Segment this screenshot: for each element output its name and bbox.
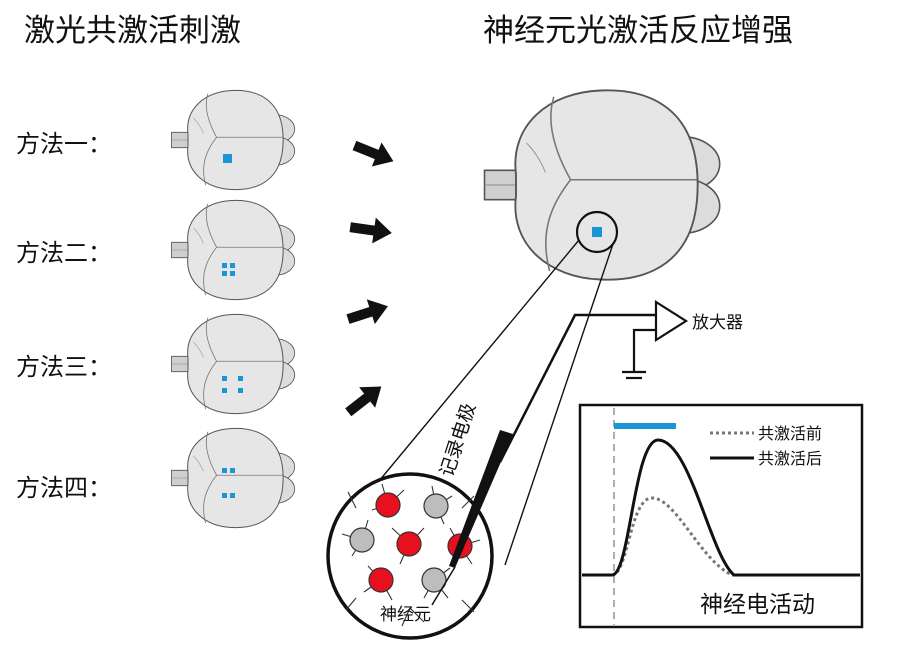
method-2: 方法二：: [16, 199, 296, 301]
amplifier-label: 放大器: [692, 313, 743, 333]
active-neuron: [368, 567, 394, 593]
stimulation-spot: [230, 271, 235, 276]
stimulation-spot: [222, 493, 227, 498]
arrow-icon: [349, 133, 399, 174]
stimulation-spot: [230, 493, 235, 498]
stimulation-spot: [222, 388, 227, 393]
stimulation-spot: [222, 263, 227, 268]
legend-after-label: 共激活后: [758, 449, 822, 468]
stimulation-spot: [222, 376, 227, 381]
neuron-field: 神经元: [326, 472, 494, 640]
brain-top-view: [171, 313, 296, 415]
right-heading: 神经元光激活反应增强: [483, 13, 793, 49]
stimulation-spot: [238, 376, 243, 381]
amplifier-icon: [654, 300, 689, 342]
stimulation-spot: [592, 227, 602, 237]
brain-top-view: [171, 89, 296, 191]
arrow-icon: [340, 376, 390, 423]
activity-label: 神经电活动: [700, 592, 815, 618]
amplifier-circuit: 放大器: [498, 300, 743, 463]
activity-panel: 共激活前 共激活后 神经电活动: [578, 403, 864, 629]
neuron-label: 神经元: [380, 605, 431, 625]
active-neuron: [396, 531, 422, 557]
trace-frame: [578, 403, 864, 629]
zoom-line: [504, 243, 614, 566]
electrode-label: 记录电极: [436, 400, 480, 479]
method-3: 方法三：: [16, 313, 296, 415]
stimulation-spot: [223, 154, 232, 163]
legend-before-label: 共激活前: [758, 424, 822, 443]
recording-site-circle: [575, 210, 619, 254]
stimulation-spot: [230, 263, 235, 268]
zoom-line: [344, 239, 580, 523]
brain-top-view: [171, 427, 296, 529]
method-4: 方法四：: [16, 427, 296, 529]
arrow-icon: [348, 214, 394, 246]
stimulation-spot: [230, 468, 235, 473]
large-brain: [483, 89, 721, 281]
stimulation-spot: [238, 388, 243, 393]
stimulation-spot: [222, 468, 227, 473]
inactive-neuron: [349, 527, 375, 553]
inactive-neuron: [421, 567, 447, 593]
method-label: 方法四：: [16, 474, 112, 502]
trace-before: [582, 496, 860, 577]
active-neuron: [375, 492, 401, 518]
method-1: 方法一：: [16, 89, 296, 191]
method-label: 方法三：: [16, 353, 112, 381]
method-label: 方法一：: [16, 130, 112, 158]
arrow-icon: [343, 293, 392, 332]
brain-top-view: [171, 199, 296, 301]
trace-after: [582, 438, 860, 577]
method-label: 方法二：: [16, 239, 112, 267]
stimulation-spot: [222, 271, 227, 276]
inactive-neuron: [423, 493, 449, 519]
left-heading: 激光共激活刺激: [24, 13, 241, 49]
